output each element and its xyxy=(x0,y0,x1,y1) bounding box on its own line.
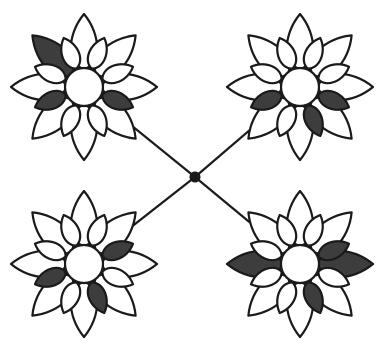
flower-top-right xyxy=(227,14,373,160)
flower-bottom-right xyxy=(227,191,373,337)
flower-top-left xyxy=(11,14,157,160)
center-dot xyxy=(190,172,201,183)
flower-center xyxy=(281,68,319,106)
flower-bottom-left xyxy=(11,191,157,337)
flower-center xyxy=(65,68,103,106)
flower-center xyxy=(65,245,103,283)
flower-center xyxy=(281,245,319,283)
